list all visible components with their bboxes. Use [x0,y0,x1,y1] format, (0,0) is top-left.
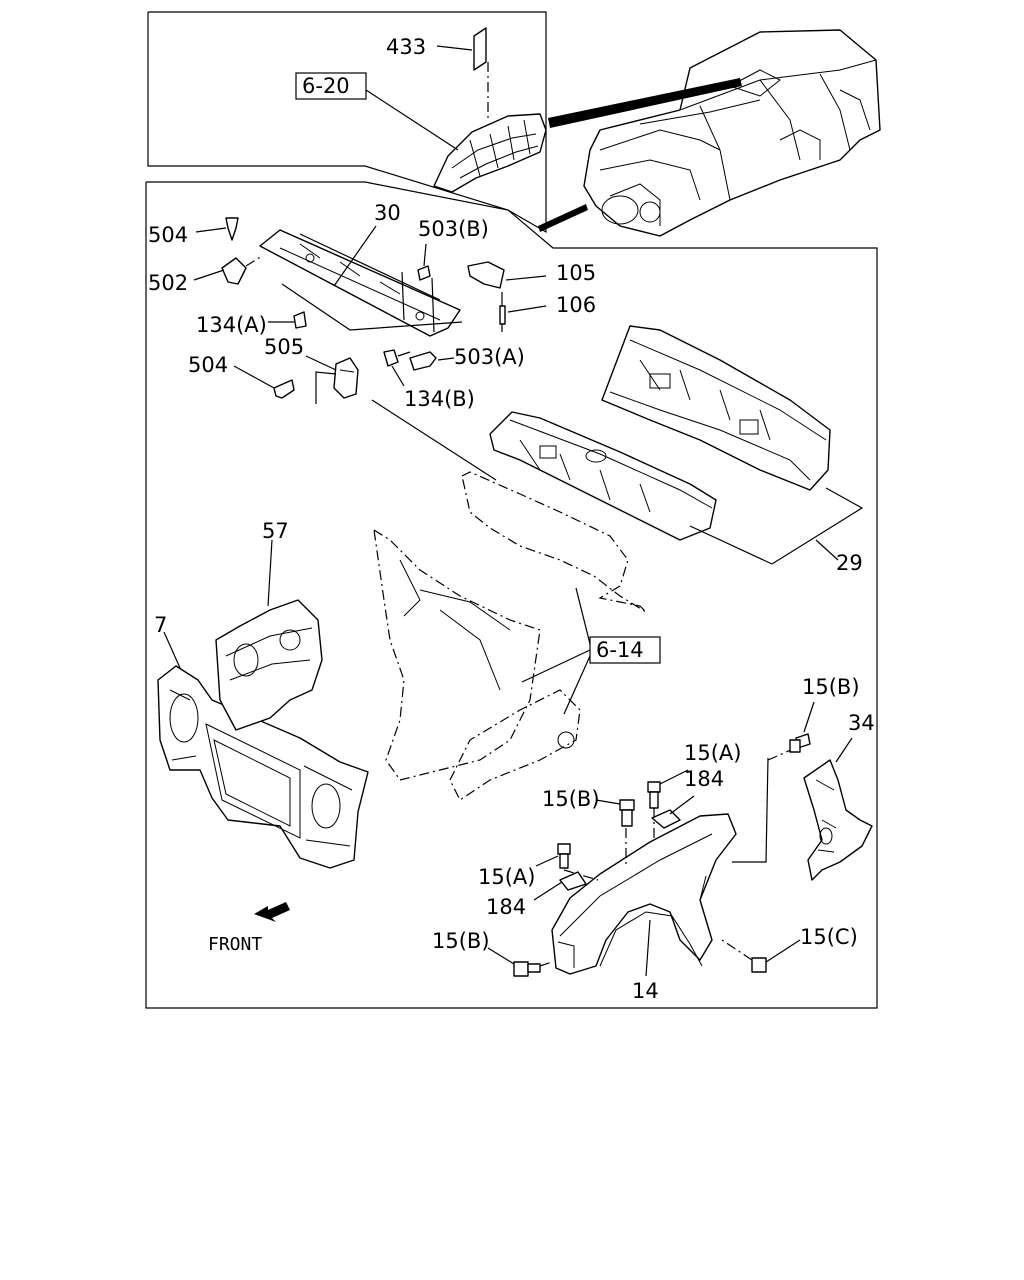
cowl-top-30 [259,225,463,337]
pin-106 [499,292,547,332]
front-end-panel-7 [157,631,369,869]
vehicle-body-shell [538,29,881,237]
callout-503b: 503(B) [418,217,489,241]
bolt-15b-right [789,701,815,753]
callout-14: 14 [632,979,659,1003]
dash-panel-upper [601,325,831,491]
bolt-15a-top [647,769,689,842]
bracket-505 [305,355,359,404]
clip-502 [193,255,263,285]
callout-106: 106 [556,293,596,317]
callout-7: 7 [154,613,167,637]
callout-15b-left: 15(B) [432,929,490,953]
callout-34: 34 [848,711,875,735]
clip-503a [409,351,455,371]
ref-label-6-14: 6-14 [596,638,644,662]
callout-502: 502 [148,271,188,295]
clip-504-mid [233,365,295,399]
bolt-15c [721,939,801,973]
tunnel-part-6-20 [295,72,547,193]
callout-15a-low: 15(A) [478,865,535,889]
callout-184-low: 184 [486,895,526,919]
callout-30: 30 [374,201,401,225]
callout-105: 105 [556,261,596,285]
callout-184-top: 184 [684,767,724,791]
ref-label-6-20: 6-20 [302,74,350,98]
fender-liner-34 [803,737,873,881]
leader-line-134b [371,399,497,481]
callout-504-mid: 504 [188,353,228,377]
callout-15c: 15(C) [800,925,858,949]
clip-504-top [195,217,239,241]
clip-184-low [533,871,587,901]
ghost-assembly-6-14 [373,471,661,801]
callout-134a: 134(A) [196,313,267,337]
callout-15b-right: 15(B) [802,675,860,699]
clip-184-top [651,795,695,829]
callout-503a: 503(A) [454,345,525,369]
ref-box-6-20 [295,72,367,100]
dash-panel-lower [489,411,717,541]
bracket-433-part [436,27,489,118]
callout-29: 29 [836,551,863,575]
callout-134b: 134(B) [404,387,475,411]
clip-503b [417,243,431,281]
dash-panel-bracket-line [689,487,864,565]
main-frame [145,181,878,1009]
fender-14 [551,745,801,977]
bolt-15b-mid [595,799,635,866]
clip-134a [268,311,307,329]
callout-57: 57 [262,519,289,543]
callout-433: 433 [386,35,426,59]
clip-134b [383,349,411,387]
inner-panel-57 [215,539,323,731]
callout-15b-mid: 15(B) [542,787,600,811]
front-label: FRONT [208,934,262,955]
bolt-15a-low [535,843,599,881]
callout-505: 505 [264,335,304,359]
callout-504-top: 504 [148,223,188,247]
bracket-105 [467,261,547,289]
callout-15a-top: 15(A) [684,741,741,765]
front-arrow-icon [254,902,290,922]
bolt-15b-left [487,947,553,977]
